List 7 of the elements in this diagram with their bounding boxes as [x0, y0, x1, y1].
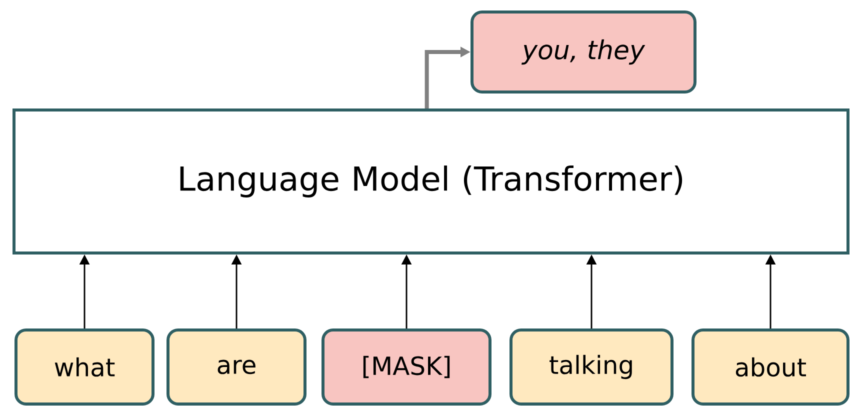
- token-box: [MASK]: [322, 328, 492, 406]
- token-box: are: [166, 328, 306, 406]
- token-box: what: [14, 328, 154, 406]
- model-box: Language Model (Transformer): [12, 108, 850, 254]
- token-box: talking: [510, 328, 674, 406]
- output-box: you, they: [470, 10, 696, 94]
- token-box: about: [692, 328, 850, 406]
